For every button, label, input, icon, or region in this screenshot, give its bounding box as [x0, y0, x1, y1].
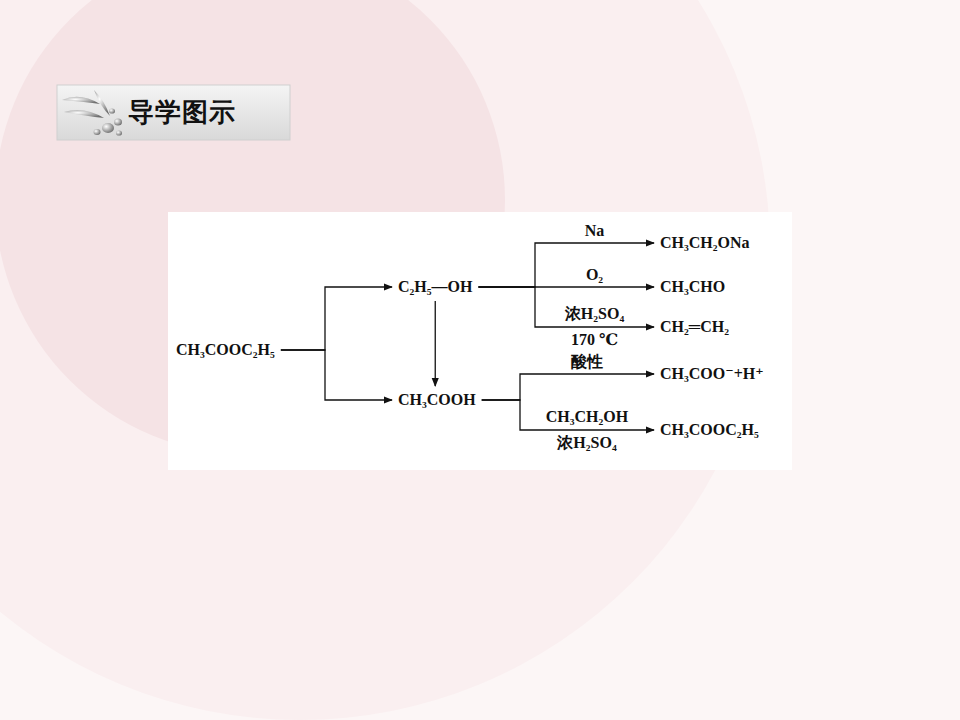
formula-text: CH₃COOH [398, 390, 476, 410]
reaction-arrow [281, 350, 392, 400]
formula-node: CH₃CHO [657, 275, 728, 299]
formula-text: CH₂═CH₂ [660, 317, 729, 337]
formula-node: CH₂═CH₂ [657, 315, 732, 339]
header-badge [57, 85, 290, 140]
condition-label: 浓H₂SO₄ 170 ℃ [559, 301, 631, 353]
formula-node: C₂H₅—OH [395, 275, 475, 299]
splash-drop [94, 129, 101, 135]
reaction-arrow [281, 287, 392, 350]
splash-icon [62, 90, 122, 136]
reaction-arrow [435, 301, 436, 386]
formula-text: CH₃COO⁻+H⁺ [660, 364, 764, 384]
splash-stroke [62, 97, 100, 104]
diagram-panel [168, 212, 792, 470]
formula-text: CH₃COOC₂H₅ [176, 340, 275, 360]
slide-heading: 导学图示 [128, 96, 236, 128]
splash-drop [114, 119, 122, 126]
formula-node: CH₃COO⁻+H⁺ [657, 362, 767, 386]
splash-drop [116, 130, 122, 135]
formula-node: CH₃COOC₂H₅ [173, 338, 278, 362]
splash-stroke [94, 90, 110, 116]
splash-stroke [64, 110, 104, 118]
reaction-arrow [478, 243, 654, 287]
formula-text: CH₃COOC₂H₅ [660, 420, 759, 440]
condition-label: O₂ [586, 265, 603, 285]
splash-drop [102, 123, 114, 133]
formula-node: CH₃COOC₂H₅ [657, 418, 762, 442]
formula-text: CH₃CHO [660, 277, 725, 297]
condition-label: CH₃CH₂OH 浓H₂SO₄ [541, 404, 633, 456]
splash-drop [109, 108, 115, 113]
condition-label: 酸性 [571, 352, 603, 372]
formula-text: C₂H₅—OH [398, 277, 472, 297]
badge-panel [57, 85, 290, 140]
formula-node: CH₃COOH [395, 388, 479, 412]
formula-node: CH₃CH₂ONa [657, 231, 753, 255]
reaction-arrow [482, 374, 654, 400]
formula-text: CH₃CH₂ONa [660, 233, 750, 253]
condition-label: Na [585, 221, 605, 241]
